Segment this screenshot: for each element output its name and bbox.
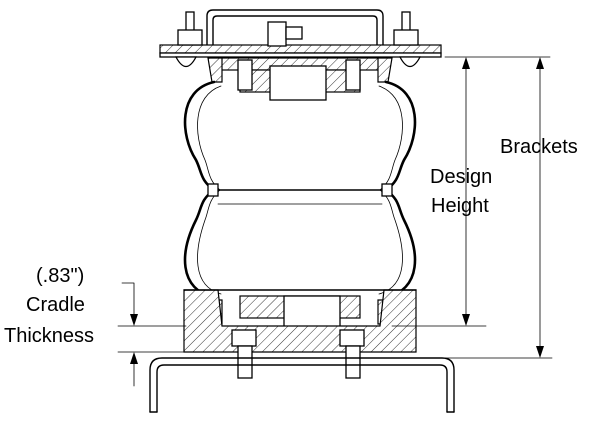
upper-nut-right bbox=[393, 29, 419, 46]
lower-bolt-left bbox=[237, 345, 253, 379]
air-fitting bbox=[267, 21, 287, 47]
dimension-brackets bbox=[419, 56, 553, 359]
lower-bolt-right bbox=[345, 345, 361, 379]
dimension-design-height bbox=[391, 57, 487, 327]
cradle-value-label: (.83") bbox=[36, 265, 84, 287]
lower-bracket bbox=[149, 357, 455, 413]
upper-bolt-left bbox=[237, 59, 253, 91]
lower-center-block bbox=[283, 295, 341, 331]
lower-nut-left bbox=[231, 329, 257, 347]
upper-bracket bbox=[159, 9, 442, 68]
upper-bead-plate bbox=[207, 57, 393, 101]
dimension-cradle-thickness bbox=[117, 282, 187, 387]
lower-nut-right bbox=[339, 329, 365, 347]
cradle-label-line2: Thickness bbox=[4, 325, 94, 347]
girdle-ring-left bbox=[207, 183, 219, 197]
bellows bbox=[183, 80, 417, 300]
lower-bead-plate bbox=[209, 295, 391, 331]
upper-nut-left bbox=[177, 29, 203, 46]
upper-center-block bbox=[269, 65, 327, 101]
lower-fasteners bbox=[231, 329, 365, 379]
brackets-label: Brackets bbox=[500, 136, 578, 158]
design-height-label-line1: Design bbox=[430, 166, 492, 188]
cradle-label-line1: Cradle bbox=[26, 294, 85, 316]
girdle-ring-right bbox=[381, 183, 393, 197]
upper-bolt-right bbox=[345, 59, 361, 91]
design-height-label-line2: Height bbox=[431, 195, 489, 217]
upper-plate bbox=[159, 44, 442, 54]
